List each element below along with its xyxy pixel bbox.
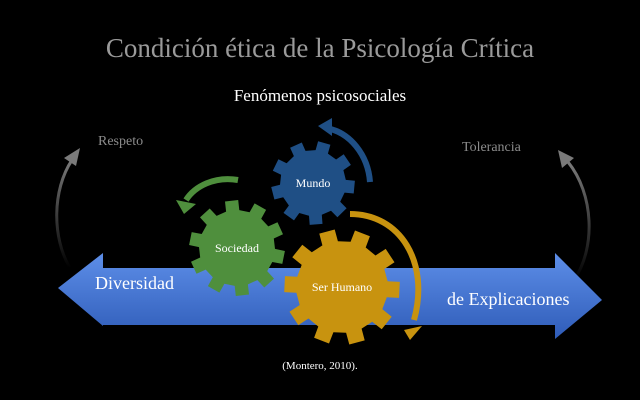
left-curved-arrow bbox=[55, 159, 74, 269]
gear-ser-humano-body bbox=[284, 229, 400, 345]
citation: (Montero, 2010). bbox=[282, 360, 358, 372]
gear-sociedad bbox=[189, 200, 285, 296]
slide-title: Condición ética de la Psicología Crítica bbox=[105, 33, 535, 63]
green-curved-arrow bbox=[183, 176, 239, 202]
slide-subtitle: Fenómenos psicosociales bbox=[233, 86, 407, 105]
gear-label-mundo: Mundo bbox=[296, 176, 331, 190]
gear-sociedad-body bbox=[189, 200, 285, 296]
gear-label-sociedad: Sociedad bbox=[215, 241, 259, 255]
label-diversidad: Diversidad bbox=[95, 273, 174, 293]
label-respeto: Respeto bbox=[98, 134, 144, 149]
blue-arrowhead bbox=[318, 118, 332, 136]
gear-ser-humano bbox=[284, 229, 400, 345]
label-explicaciones: de Explicaciones bbox=[447, 289, 570, 309]
gear-mundo-body bbox=[271, 141, 355, 225]
left-arrowhead bbox=[64, 148, 80, 166]
right-curved-arrow bbox=[566, 161, 591, 281]
right-arrowhead bbox=[558, 150, 574, 168]
gold-arrowhead bbox=[404, 326, 422, 340]
blue-curved-arrow bbox=[325, 125, 373, 183]
green-arrowhead bbox=[176, 200, 196, 214]
label-tolerancia: Tolerancia bbox=[462, 140, 521, 155]
gold-curved-arrow bbox=[349, 211, 422, 321]
gear-label-ser-humano: Ser Humano bbox=[312, 280, 372, 294]
gear-mundo bbox=[271, 141, 355, 225]
